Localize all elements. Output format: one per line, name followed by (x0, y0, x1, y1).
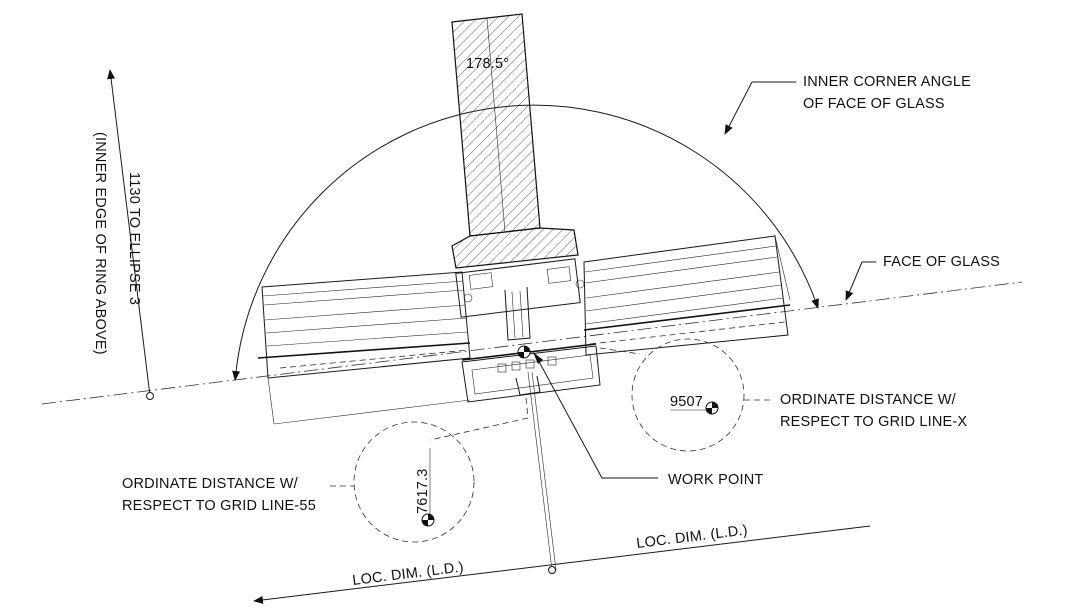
face-of-glass-line (41, 281, 1023, 405)
ordinate-55-label-line1: ORDINATE DISTANCE W/ (122, 476, 299, 492)
ordinate-circle-x (599, 338, 770, 452)
face-of-glass-leader (845, 261, 876, 301)
ordinate-x-value: 9507 (670, 394, 703, 410)
ordinate-circle-55 (330, 397, 529, 543)
inner-corner-label-line2: OF FACE OF GLASS (803, 96, 945, 112)
ordinate-55-label-line2: RESPECT TO GRID LINE-55 (122, 498, 316, 514)
ordinate-x-label-line2: RESPECT TO GRID LINE-X (780, 414, 967, 430)
angle-value-label: 178.5° (466, 56, 509, 72)
loc-dim-left-label: LOC. DIM. (L.D.) (352, 559, 465, 589)
ordinate-x-label-line1: ORDINATE DISTANCE W/ (780, 392, 957, 408)
face-of-glass-label: FACE OF GLASS (883, 254, 1000, 270)
work-point-marker (517, 345, 658, 479)
ordinate-55-value: 7617.3 (415, 468, 431, 514)
left-glass-panel (257, 271, 471, 425)
inner-corner-label-line1: INNER CORNER ANGLE (803, 74, 971, 90)
glass-fin (451, 13, 541, 237)
right-glass-panel (583, 235, 791, 356)
ellipse-label-line1: 1130 TO ELLIPSE 3 (126, 172, 142, 305)
work-point-label: WORK POINT (668, 472, 763, 488)
pressure-plate (461, 343, 601, 403)
mullion-shoe (451, 227, 585, 341)
inner-corner-leader (724, 81, 796, 135)
location-dimension-line (253, 371, 871, 604)
ellipse-dimension-line (107, 69, 154, 400)
ellipse-label-line2: (INNER EDGE OF RING ABOVE) (92, 132, 108, 355)
